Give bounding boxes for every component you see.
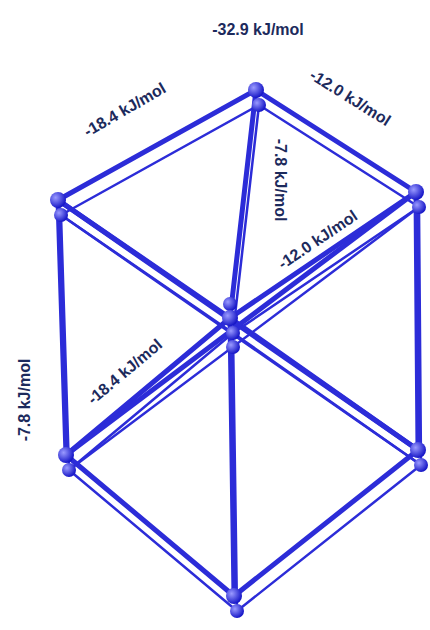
energy-label-box: -12.0 kJ/mol [303, 64, 396, 133]
molecule-node [226, 326, 240, 340]
energy-label-box: -18.4 kJ/mol [78, 77, 173, 143]
energy-label: -7.8 kJ/mol [270, 136, 290, 225]
framework-bond [233, 333, 237, 611]
molecule-node [58, 447, 74, 463]
energy-label-box: -7.8 kJ/mol [15, 356, 35, 445]
molecule-node [50, 192, 66, 208]
molecule-node [252, 98, 266, 112]
framework-bond [234, 450, 418, 596]
framework-bonds [58, 90, 418, 596]
molecule-node [412, 200, 426, 214]
framework-bond [230, 90, 256, 318]
molecule-node [408, 184, 424, 200]
energy-label: -18.4 kJ/mol [81, 333, 169, 411]
molecule-node [230, 604, 244, 618]
molecule-node [226, 588, 242, 604]
energy-label: -7.8 kJ/mol [15, 356, 35, 445]
molecule-node [226, 340, 240, 354]
molecule-node [223, 297, 237, 311]
molecule-node [414, 458, 428, 472]
molecule-nodes [50, 82, 428, 618]
energy-label: -12.0 kJ/mol [303, 64, 396, 133]
framework-bond [419, 207, 421, 465]
framework-bond [69, 207, 419, 470]
molecule-node [410, 442, 426, 458]
framework-bond [233, 105, 259, 333]
framework-bond [66, 455, 234, 596]
framework-bond [61, 215, 69, 470]
energy-label-box: -18.4 kJ/mol [81, 333, 169, 411]
energy-label-box: -32.9 kJ/mol [209, 20, 307, 40]
framework-bond [66, 192, 416, 455]
framework-bond [69, 470, 237, 611]
molecule-node [248, 82, 264, 98]
framework-bond [58, 90, 256, 200]
energy-label-box: -7.8 kJ/mol [270, 136, 290, 225]
molecule-node [62, 463, 76, 477]
framework-bonds-second-layer [61, 105, 421, 611]
framework-bond [416, 192, 418, 450]
molecule-node [222, 310, 238, 326]
energy-label: -18.4 kJ/mol [78, 77, 173, 143]
framework-bond [237, 465, 421, 611]
framework-bond [69, 333, 233, 470]
energy-label: -32.9 kJ/mol [209, 20, 307, 40]
molecule-node [54, 208, 68, 222]
